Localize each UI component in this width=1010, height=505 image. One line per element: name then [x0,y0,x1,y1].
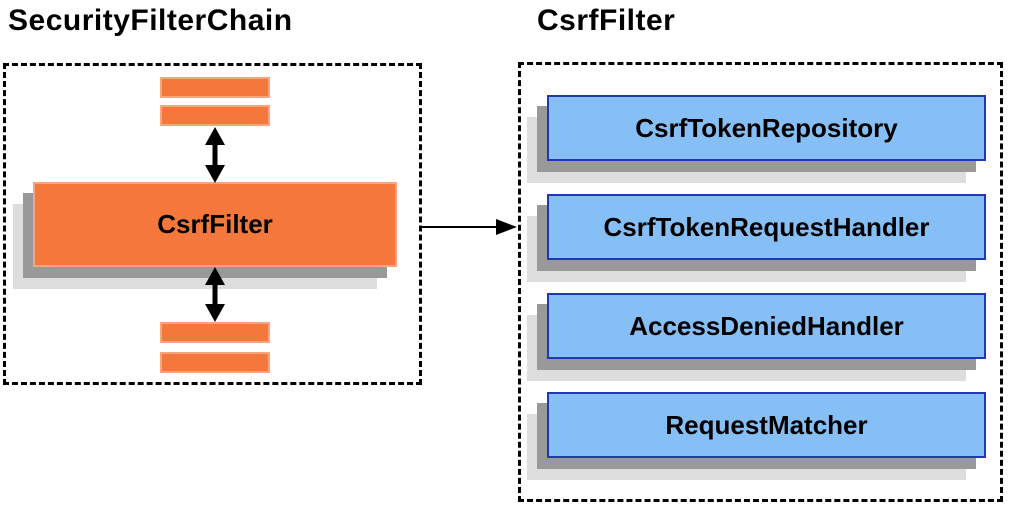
csrf-filter-node-label: CsrfFilter [157,209,273,239]
filter-placeholder-bar-bottom-1 [160,322,270,343]
flow-arrow-icon [422,219,517,235]
component-csrf-token-request-handler: CsrfTokenRequestHandler [547,194,986,260]
csrf-filter-container [518,62,1003,502]
component-access-denied-handler: AccessDeniedHandler [547,293,986,359]
filter-placeholder-bar-bottom-2 [160,352,270,373]
component-label: CsrfTokenRepository [635,112,898,143]
filter-placeholder-bar-top-1 [160,77,270,98]
csrf-filter-node: CsrfFilter [33,182,397,267]
component-csrf-token-repository: CsrfTokenRepository [547,95,986,161]
security-filter-chain-title: SecurityFilterChain [8,4,293,37]
component-label: RequestMatcher [665,409,868,440]
component-label: AccessDeniedHandler [629,310,904,341]
filter-placeholder-bar-top-2 [160,105,270,126]
csrf-filter-title: CsrfFilter [537,4,676,37]
security-filter-chain-container [3,63,422,385]
component-label: CsrfTokenRequestHandler [603,211,930,242]
component-request-matcher: RequestMatcher [547,392,986,458]
